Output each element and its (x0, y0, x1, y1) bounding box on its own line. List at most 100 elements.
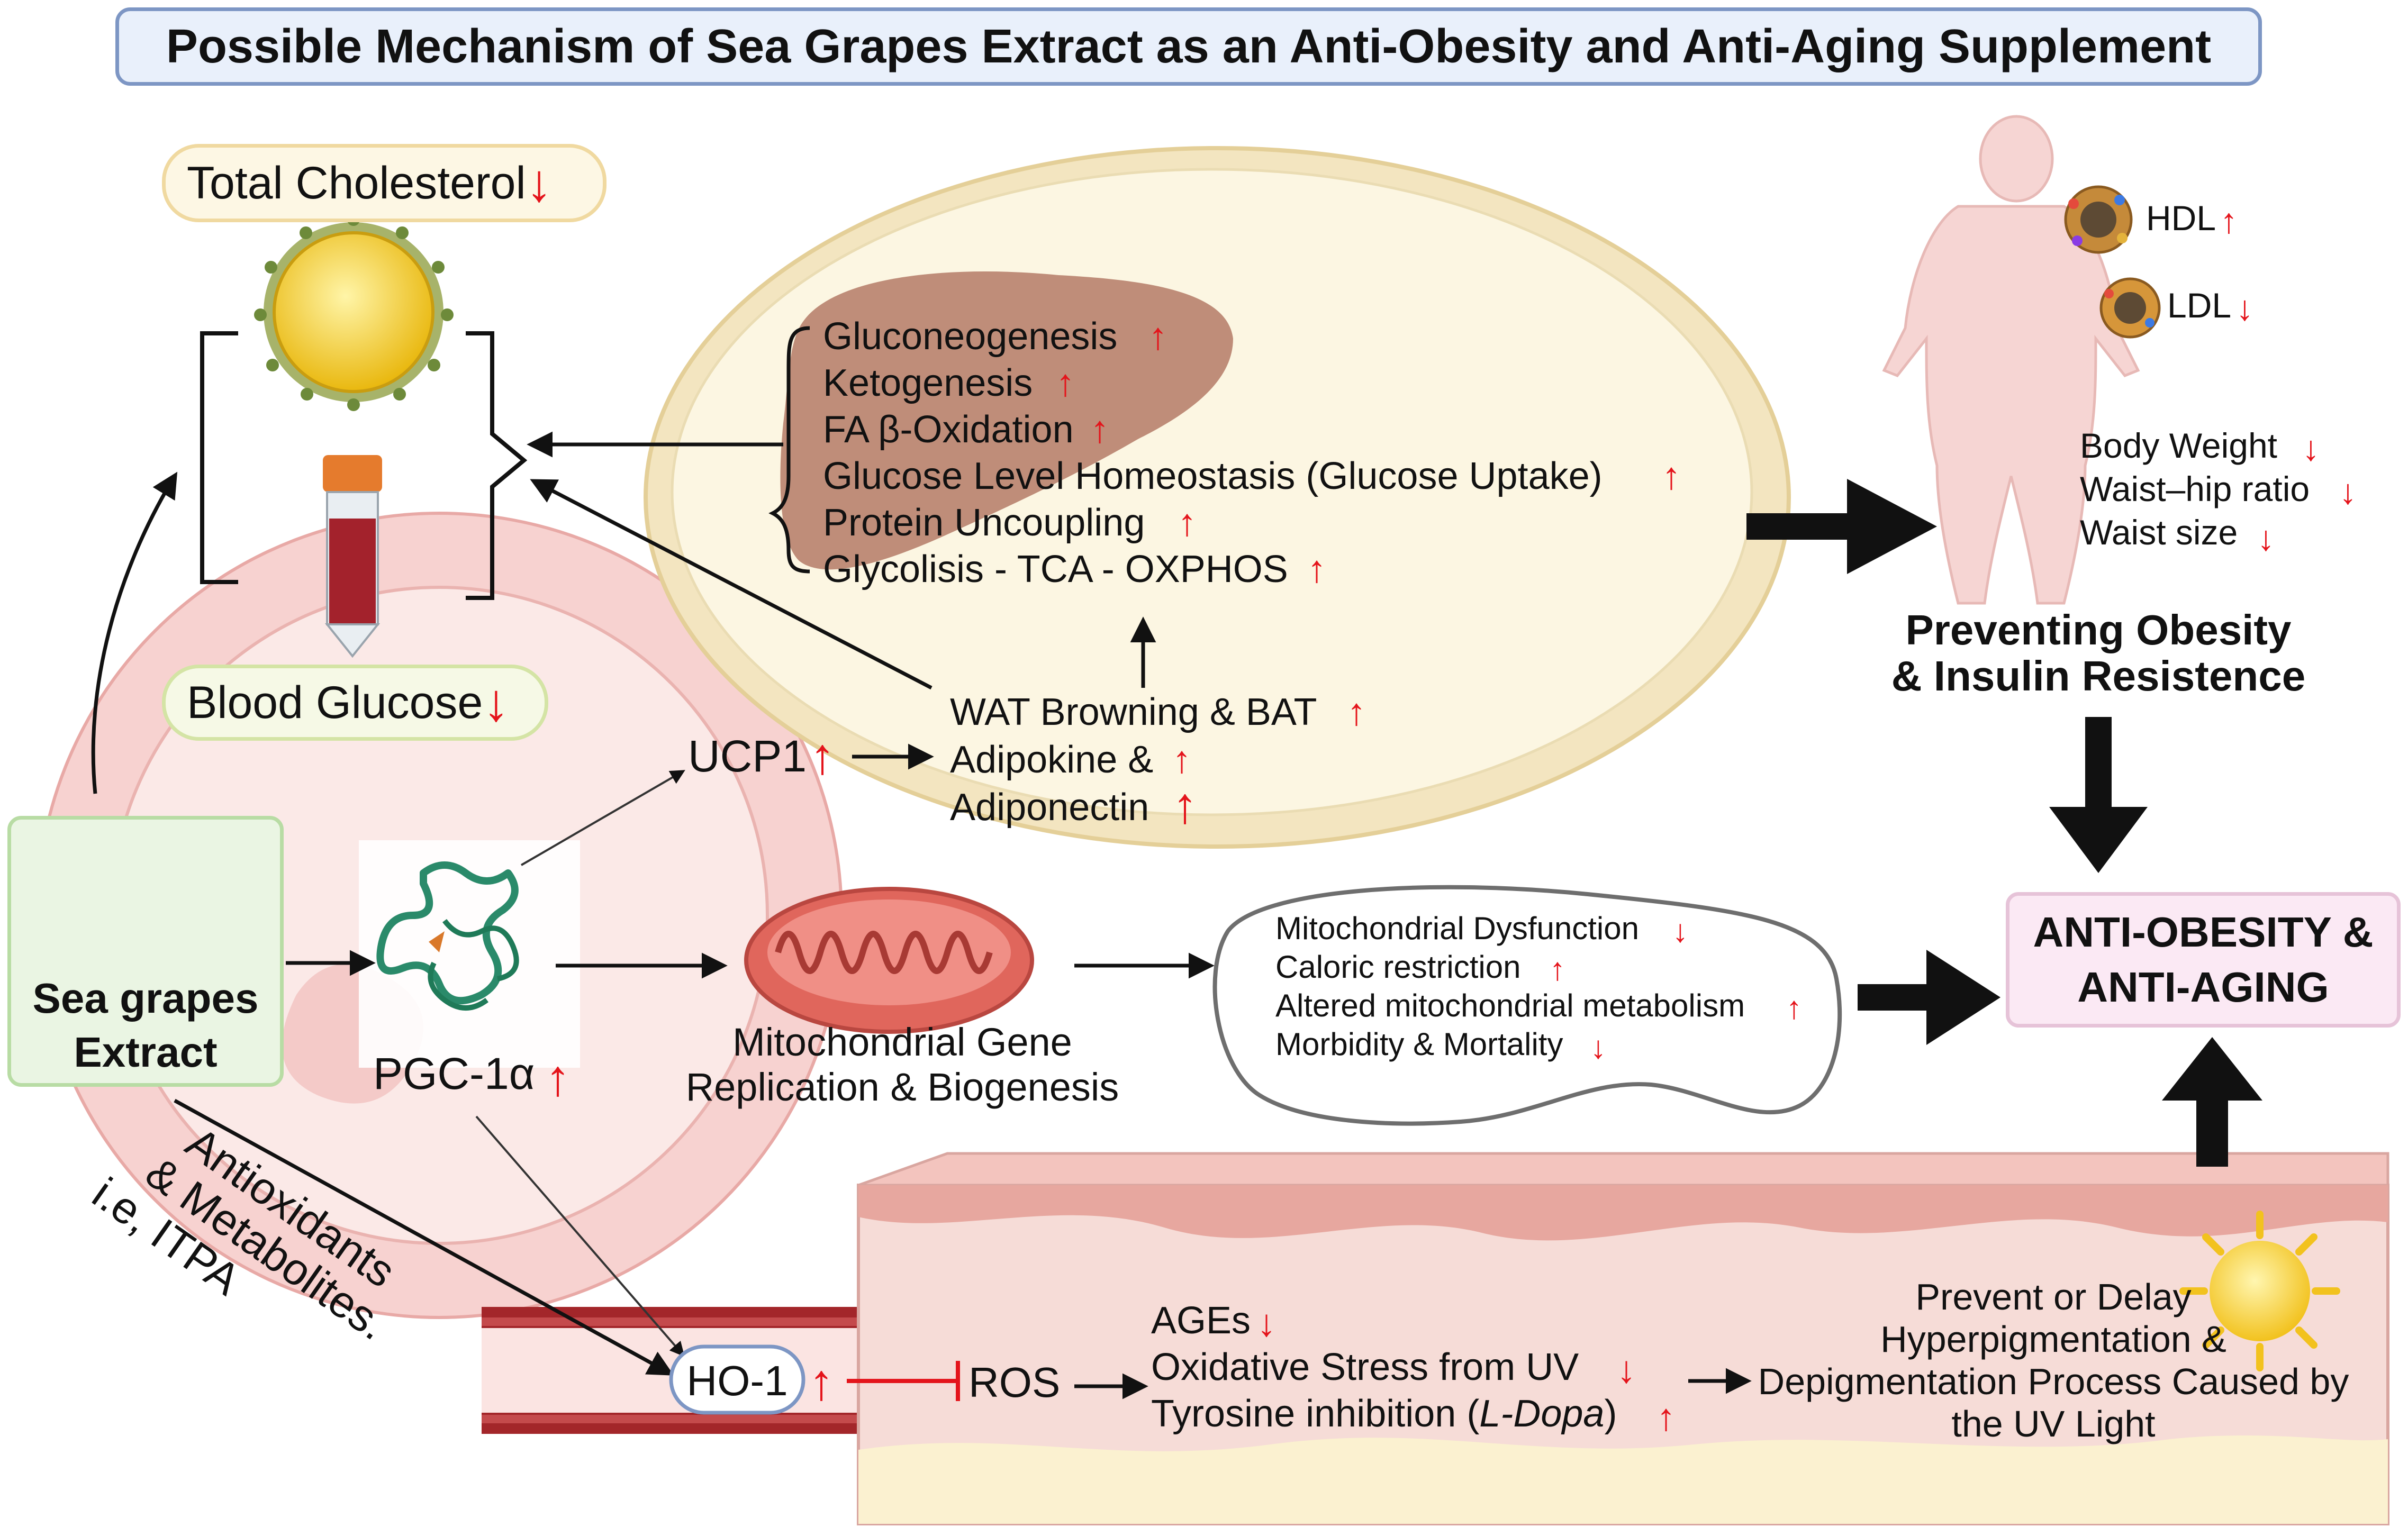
mito-item-3: Morbidity & Mortality (1275, 1026, 1563, 1062)
ho1-pill (669, 1344, 805, 1415)
ldl-particle-icon (2099, 277, 2161, 339)
preventing-line-1: Preventing Obesity (1905, 606, 2292, 653)
liver-item-1: Ketogenesis (823, 362, 1033, 404)
skin-item-1: Oxidative Stress from UV (1151, 1346, 1579, 1388)
adiponectin-label: Adiponectin (950, 786, 1149, 829)
mito-effects-blob (1212, 885, 1842, 1126)
hdl-up-icon: ↑ (2220, 201, 2238, 240)
mito-item-2: Altered mitochondrial metabolism (1275, 988, 1745, 1023)
result-line-1: ANTI-OBESITY & (2033, 908, 2374, 956)
body-measure-1-down-icon: ↓ (2339, 472, 2357, 511)
human-body-icon (1882, 115, 2140, 605)
liver-item-4: Protein Uncoupling (823, 502, 1145, 544)
figure-title: Possible Mechanism of Sea Grapes Extract… (115, 7, 2262, 86)
blood-tube-icon (323, 455, 382, 658)
liver-item-2-up-icon: ↑ (1090, 408, 1109, 451)
mitochondrion-icon (744, 887, 1034, 1034)
skin-outcome-2: Depigmentation Process Caused by (1758, 1361, 2349, 1402)
liver-item-3-up-icon: ↑ (1662, 455, 1681, 497)
body-measure-2: Waist size (2080, 513, 2238, 552)
liver-image (780, 271, 1233, 570)
liver-item-1-up-icon: ↑ (1056, 362, 1075, 404)
liver-item-4-up-icon: ↑ (1178, 502, 1197, 544)
protein-structure-icon (359, 840, 580, 1068)
total-cholesterol-down-icon: ↓ (526, 153, 553, 213)
preventing-line-2: & Insulin Resistence (1891, 652, 2305, 699)
skin-outcome-3: the UV Light (1951, 1403, 2155, 1444)
adipokine-up-icon: ↑ (1172, 739, 1191, 781)
mito-label-1: Mitochondrial Gene (732, 1020, 1072, 1064)
total-cholesterol-label: Total Cholesterol (187, 157, 526, 208)
ucp1-label: UCP1 (688, 731, 807, 781)
ucp1-up-icon: ↑ (810, 728, 835, 785)
arrow-pgc-to-ucp1 (520, 770, 685, 866)
ho1-label: HO-1 (686, 1357, 787, 1404)
anti-obesity-anti-aging-box: ANTI-OBESITY & ANTI-AGING (2006, 892, 2401, 1028)
ldl-label: LDL (2167, 286, 2231, 325)
mito-item-3-down-icon: ↓ (1590, 1030, 1606, 1065)
skin-section (857, 1152, 2389, 1525)
wat-up-icon: ↑ (1347, 691, 1366, 733)
hdl-label: HDL (2146, 198, 2216, 238)
ldl-down-icon: ↓ (2236, 288, 2253, 328)
inhibit-ho1-ros (847, 1361, 960, 1401)
arrow-wat-to-brace (530, 479, 933, 690)
ros-label: ROS (968, 1359, 1060, 1406)
sea-grapes-extract-box: Sea grapes Extract (7, 816, 284, 1087)
skin-outcome-1: Hyperpigmentation & (1880, 1319, 2226, 1360)
mito-item-2-up-icon: ↑ (1786, 990, 1802, 1025)
skin-item-2-text: Tyrosine inhibition ( (1151, 1393, 1479, 1435)
ho1-up-icon: ↑ (809, 1354, 834, 1411)
adiponectin-up-icon: ↑ (1172, 777, 1198, 834)
sun-icon (2179, 1211, 2340, 1371)
skin-item-2-up-icon: ↑ (1656, 1396, 1676, 1439)
big-arrow-skin-to-result (2162, 1037, 2262, 1167)
total-cholesterol-pill: Total Cholesterol ↓ (162, 144, 606, 222)
blood-glucose-label: Blood Glucose (187, 677, 483, 728)
body-measure-1: Waist–hip ratio (2080, 469, 2310, 508)
skin-item-2: Tyrosine inhibition (L-Dopa) (1151, 1393, 1617, 1435)
body-measure-0: Body Weight (2080, 426, 2277, 465)
extract-label-1: Sea grapes (32, 975, 259, 1022)
result-line-2: ANTI-AGING (2077, 964, 2329, 1011)
big-arrow-down-to-result (2049, 717, 2148, 873)
liver-item-3: Glucose Level Homeostasis (Glucose Uptak… (823, 455, 1603, 497)
arrow-pgc-to-ho1 (475, 1115, 685, 1357)
big-arrow-fat-to-body (1746, 479, 1937, 574)
arrow-extract-to-ho1 (174, 1098, 674, 1376)
body-measure-2-down-icon: ↓ (2257, 519, 2275, 558)
mito-item-0-down-icon: ↓ (1672, 913, 1688, 949)
mito-label-2: Replication & Biogenesis (686, 1065, 1119, 1109)
blood-glucose-pill: Blood Glucose ↓ (162, 665, 548, 741)
hdl-particle-icon (2064, 185, 2133, 254)
skin-outcome-0: Prevent or Delay (1915, 1276, 2191, 1317)
liver-item-0-up-icon: ↑ (1148, 315, 1167, 358)
liver-item-0: Gluconeogenesis (823, 315, 1117, 358)
liver-item-2: FA β-Oxidation (823, 408, 1074, 451)
mito-item-0: Mitochondrial Dysfunction (1275, 911, 1639, 946)
liver-item-5: Glycolisis - TCA - OXPHOS (823, 548, 1288, 590)
mito-item-1-up-icon: ↑ (1550, 951, 1565, 987)
liver-brace (768, 326, 810, 574)
pgc-label: PGC-1α (373, 1049, 535, 1098)
adipokine-label: Adipokine & (950, 739, 1153, 781)
wat-label: WAT Browning & BAT (950, 691, 1317, 733)
pgc-up-icon: ↑ (545, 1050, 571, 1106)
extract-label-2: Extract (74, 1029, 218, 1076)
skin-item-2-italic: L-Dopa (1479, 1393, 1604, 1435)
mito-item-1: Caloric restriction (1275, 949, 1520, 985)
arrow-extract-to-bracket (91, 471, 178, 794)
right-brace (466, 331, 528, 600)
liver-item-5-up-icon: ↑ (1307, 548, 1326, 590)
big-arrow-blob-to-result (1858, 950, 2000, 1045)
skin-item-1-down-icon: ↓ (1617, 1349, 1636, 1391)
left-bracket (200, 331, 238, 584)
cholesterol-icon (264, 222, 443, 402)
skin-item-0: AGEs (1151, 1299, 1251, 1342)
skin-item-0-down-icon: ↓ (1257, 1302, 1276, 1344)
body-measure-0-down-icon: ↓ (2302, 429, 2320, 468)
blood-glucose-down-icon: ↓ (483, 672, 510, 732)
skin-item-2-tail: ) (1604, 1393, 1617, 1435)
